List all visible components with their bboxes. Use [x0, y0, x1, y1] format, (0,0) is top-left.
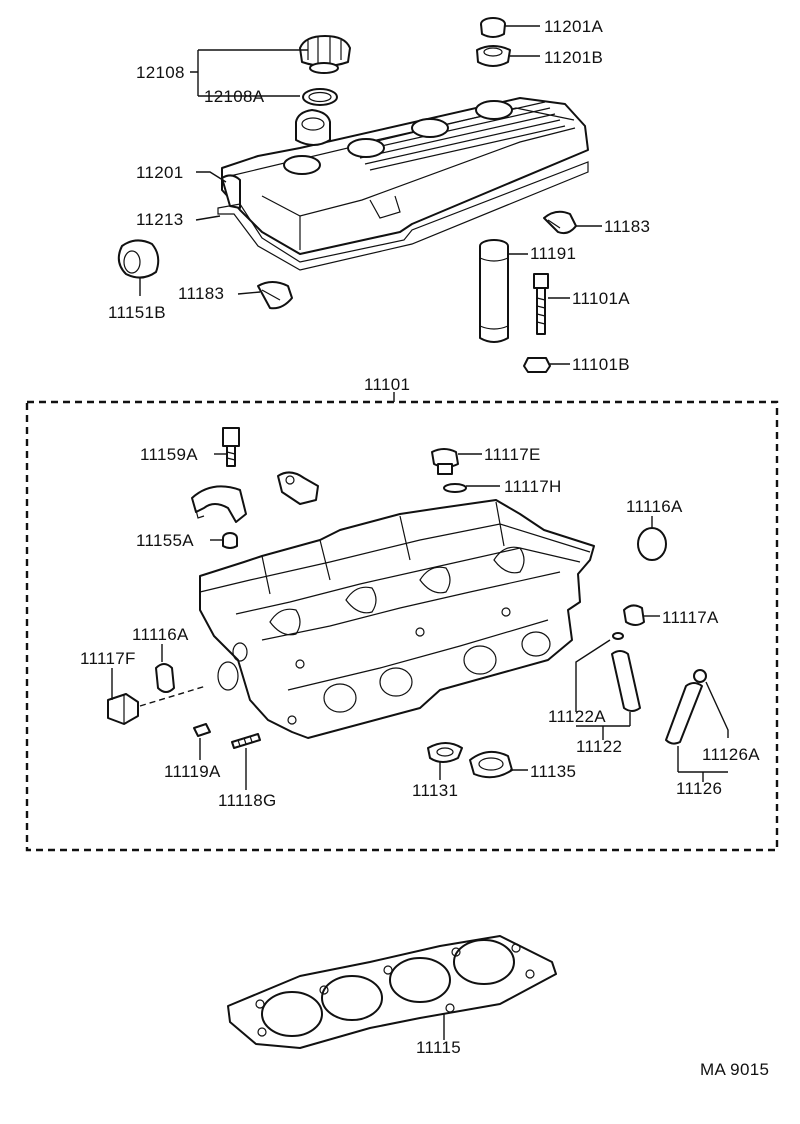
- label-11101b: 11101B: [572, 355, 630, 374]
- label-11126: 11126: [676, 779, 722, 798]
- stud-bolt: [533, 273, 549, 335]
- leader-lines: [111, 25, 729, 1040]
- expansion-plug-left: [155, 663, 175, 693]
- seal-plug-left: [257, 281, 293, 310]
- bearing-cap-small: [277, 471, 319, 505]
- cap-bolt: [222, 427, 240, 467]
- plug-gasket: [443, 483, 467, 493]
- head-subassembly-frame: [25, 392, 779, 852]
- label-11122: 11122: [576, 737, 622, 756]
- head-cover-gasket: [217, 161, 589, 271]
- part-labels: 12108 12108A 11201A 11201B 11201 11213 1…: [80, 17, 769, 1079]
- ring-pin: [231, 733, 261, 749]
- gasket-11135: [469, 750, 513, 779]
- label-11101a: 11101A: [572, 289, 630, 308]
- oil-filler-cap: [299, 35, 351, 74]
- label-11135: 11135: [530, 762, 576, 781]
- label-11101: 11101: [364, 375, 410, 394]
- label-11183-left: 11183: [178, 284, 224, 303]
- screw-plug: [431, 448, 459, 475]
- label-11126a: 11126A: [702, 745, 760, 764]
- label-12108: 12108: [136, 63, 185, 82]
- plug-tube: [479, 239, 509, 343]
- cylinder-head: [199, 499, 595, 739]
- cover-grommet: [480, 17, 506, 38]
- label-11131: 11131: [412, 781, 458, 800]
- label-11116a-left: 11116A: [132, 625, 189, 644]
- straight-pin: [193, 723, 211, 737]
- label-11117f: 11117F: [80, 649, 136, 668]
- nut: [523, 357, 551, 373]
- camshaft-bearing-cap: [191, 485, 247, 523]
- label-11159a: 11159A: [140, 445, 198, 464]
- label-11117h: 11117H: [504, 477, 562, 496]
- label-11201b: 11201B: [544, 48, 603, 67]
- label-11117e: 11117E: [484, 445, 541, 464]
- label-11151b: 11151B: [108, 303, 166, 322]
- label-11183-right: 11183: [604, 217, 650, 236]
- diagram-code: MA 9015: [700, 1060, 769, 1079]
- valve-guide-intake: [611, 632, 641, 712]
- cylinder-head-cover: [221, 97, 589, 255]
- expansion-plug-right: [637, 527, 667, 561]
- valve-guide-exhaust: [665, 669, 707, 745]
- label-11122a: 11122A: [548, 707, 606, 726]
- cylinder-head-gasket: [227, 935, 557, 1049]
- label-11155a: 11155A: [136, 531, 194, 550]
- seal-plug-right: [543, 210, 577, 235]
- label-11118g: 11118G: [218, 791, 277, 810]
- label-11191: 11191: [530, 244, 576, 263]
- label-11117a: 11117A: [662, 608, 719, 627]
- label-11201a: 11201A: [544, 17, 604, 36]
- dowel-ring: [222, 532, 238, 549]
- label-12108a: 12108A: [204, 87, 265, 106]
- cover-seal-washer: [476, 45, 511, 67]
- label-11119a: 11119A: [164, 762, 221, 781]
- label-11213: 11213: [136, 210, 184, 229]
- label-11115: 11115: [416, 1038, 461, 1057]
- cap-gasket: [302, 88, 338, 106]
- oil-seal: [117, 239, 160, 279]
- gasket-11131: [427, 742, 463, 763]
- plug-right: [623, 604, 645, 626]
- label-11116a-right: 11116A: [626, 497, 683, 516]
- screw-plug-left: [107, 685, 207, 725]
- label-11201: 11201: [136, 163, 184, 182]
